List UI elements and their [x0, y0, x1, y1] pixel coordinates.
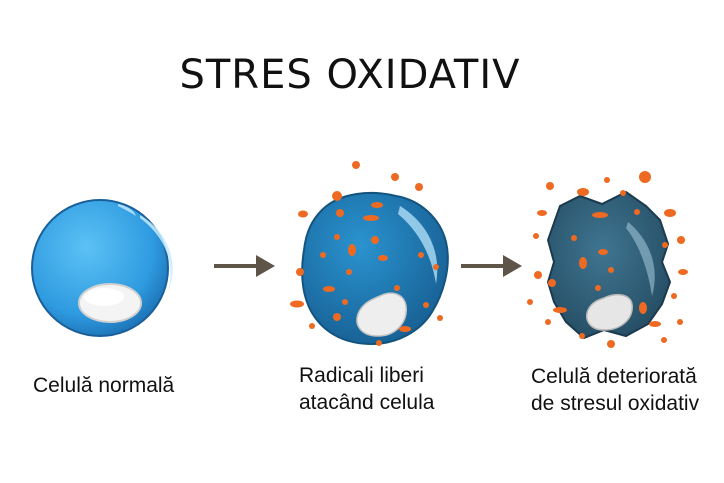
radical	[604, 177, 610, 183]
caption-line: Radicali liberi	[299, 364, 424, 387]
radical	[607, 340, 615, 348]
radical	[664, 209, 676, 217]
radical	[579, 333, 585, 339]
attacked-cell	[290, 161, 449, 346]
damaged-cell	[527, 171, 688, 348]
radical	[399, 326, 411, 332]
radical	[333, 313, 341, 321]
caption-line: Celulă normală	[33, 374, 175, 397]
radical	[371, 236, 379, 244]
radical	[639, 302, 647, 314]
caption-line: Celulă deteriorată	[531, 365, 697, 388]
radical	[527, 299, 533, 305]
caption-attacked-cell: Radicali liberi atacând celula	[299, 362, 434, 416]
radical	[334, 234, 340, 240]
caption-normal-cell: Celulă normală	[33, 372, 174, 399]
damaged-cell-radicals	[527, 171, 688, 348]
radical	[352, 161, 360, 169]
radical	[371, 202, 383, 208]
damaged-cell-nucleus	[586, 293, 633, 331]
radical	[537, 210, 547, 216]
radical	[634, 209, 640, 215]
radical	[571, 235, 577, 241]
radical	[415, 183, 423, 191]
radical	[437, 315, 443, 321]
radical	[598, 249, 608, 255]
attacked-cell-nucleus	[356, 292, 407, 337]
radical	[391, 173, 399, 181]
radical	[533, 233, 539, 239]
arrow-1	[214, 255, 275, 277]
radical	[309, 323, 315, 329]
radical	[553, 307, 567, 313]
caption-line: de stresul oxidativ	[531, 392, 700, 415]
arrow-1-head	[256, 255, 275, 277]
attacked-cell-body	[301, 191, 449, 346]
radical	[534, 271, 542, 279]
radical	[296, 268, 304, 276]
radical	[332, 191, 342, 201]
radical	[677, 236, 685, 244]
radical	[336, 209, 344, 217]
radical	[376, 340, 382, 346]
radical	[678, 269, 688, 275]
radical	[418, 252, 424, 258]
radical	[661, 337, 667, 343]
radical	[546, 182, 554, 190]
radical	[323, 286, 335, 292]
radical	[348, 244, 356, 256]
radical	[394, 285, 400, 291]
radical	[346, 269, 352, 275]
page-title: STRES OXIDATIV	[179, 52, 521, 98]
arrow-2	[461, 255, 522, 277]
radical	[577, 188, 589, 196]
radical	[662, 242, 668, 248]
normal-cell-nucleus-shine	[84, 288, 124, 306]
caption-damaged-cell: Celulă deteriorată de stresul oxidativ	[531, 363, 699, 417]
radical	[579, 257, 587, 269]
radical	[545, 319, 551, 325]
radical	[548, 279, 556, 287]
radical	[592, 212, 608, 218]
radical	[608, 267, 614, 273]
normal-cell-highlight	[140, 215, 173, 292]
normal-cell-highlight-small	[118, 204, 136, 216]
radical	[677, 319, 683, 325]
radical	[649, 321, 661, 327]
radical	[363, 215, 379, 221]
radical	[433, 264, 439, 270]
attacked-cell-highlight	[398, 206, 438, 284]
radical	[342, 299, 348, 305]
radical	[671, 293, 677, 299]
radical	[620, 190, 626, 196]
damaged-cell-highlight	[626, 222, 655, 296]
radical	[639, 171, 651, 183]
caption-line: atacând celula	[299, 391, 435, 414]
normal-cell	[31, 199, 173, 337]
radical	[298, 210, 308, 218]
arrow-2-head	[503, 255, 522, 277]
radical	[378, 255, 388, 261]
attacked-cell-radicals	[290, 161, 443, 346]
radical	[320, 252, 326, 258]
radical	[595, 285, 601, 291]
radical	[290, 300, 304, 308]
radical	[423, 302, 429, 308]
